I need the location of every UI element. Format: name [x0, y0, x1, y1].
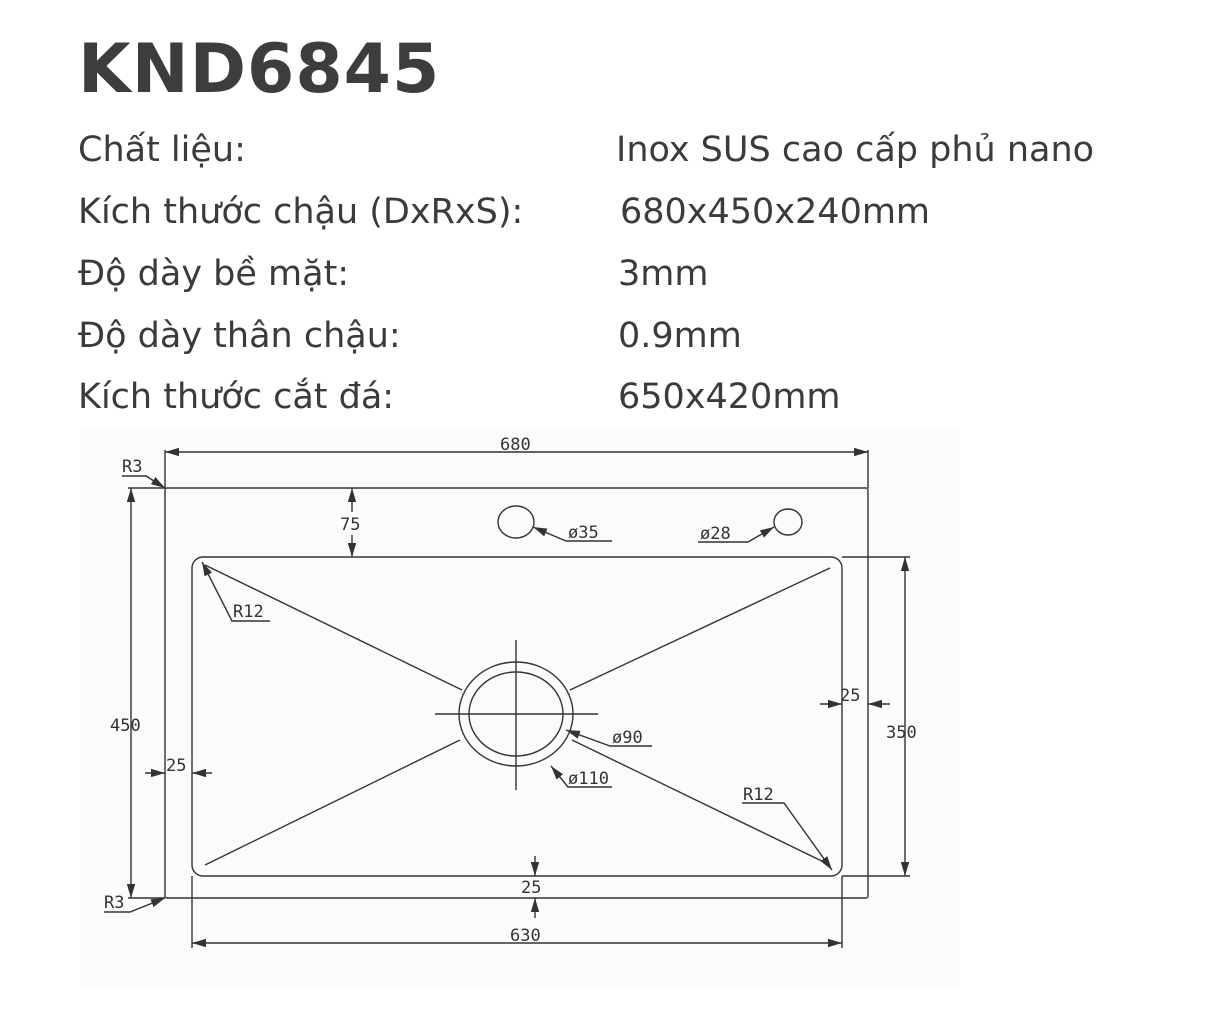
dim-25-left: 25 [166, 756, 186, 776]
spec-row-cutout: Kích thước cắt đá: 650x420mm [78, 377, 841, 417]
dim-450: 450 [110, 716, 141, 736]
label-hole-28: ø28 [700, 524, 731, 544]
label-r3-top: R3 [122, 457, 142, 477]
technical-drawing [80, 428, 960, 988]
spec-label: Độ dày thân chậu: [78, 316, 401, 356]
label-drain-90: ø90 [612, 728, 643, 748]
spec-label: Kích thước chậu (DxRxS): [78, 192, 524, 232]
dim-25-right: 25 [840, 686, 860, 706]
dim-630: 630 [510, 926, 541, 946]
dim-25-bottom: 25 [521, 878, 541, 898]
spec-row-material: Chất liệu: Inox SUS cao cấp phủ nano [78, 130, 1094, 170]
basin-outline [191, 556, 843, 877]
dim-680: 680 [500, 435, 531, 455]
spec-row-body-thickness: Độ dày thân chậu: 0.9mm [78, 316, 742, 356]
sink-outline [164, 487, 869, 899]
faucet-hole-35 [497, 505, 535, 539]
spec-value: 0.9mm [618, 316, 742, 356]
label-r12-bottom: R12 [743, 785, 774, 805]
spec-row-surface-thickness: Độ dày bề mặt: 3mm [78, 254, 708, 294]
label-drain-110: ø110 [568, 769, 609, 789]
spec-label: Kích thước cắt đá: [78, 377, 395, 417]
dim-75: 75 [340, 515, 360, 535]
spec-value: 3mm [618, 254, 709, 294]
spec-value: Inox SUS cao cấp phủ nano [616, 130, 1095, 170]
label-hole-35: ø35 [568, 523, 599, 543]
label-r12-top: R12 [233, 602, 264, 622]
dim-350: 350 [886, 723, 917, 743]
spec-label: Chất liệu: [78, 130, 246, 170]
label-r3-bottom: R3 [104, 893, 124, 913]
faucet-hole-28 [773, 508, 803, 536]
product-title: KND6845 [78, 30, 441, 109]
spec-value: 650x420mm [618, 377, 841, 417]
spec-value: 680x450x240mm [620, 192, 931, 232]
spec-row-size: Kích thước chậu (DxRxS): 680x450x240mm [78, 192, 930, 232]
spec-label: Độ dày bề mặt: [78, 254, 350, 294]
